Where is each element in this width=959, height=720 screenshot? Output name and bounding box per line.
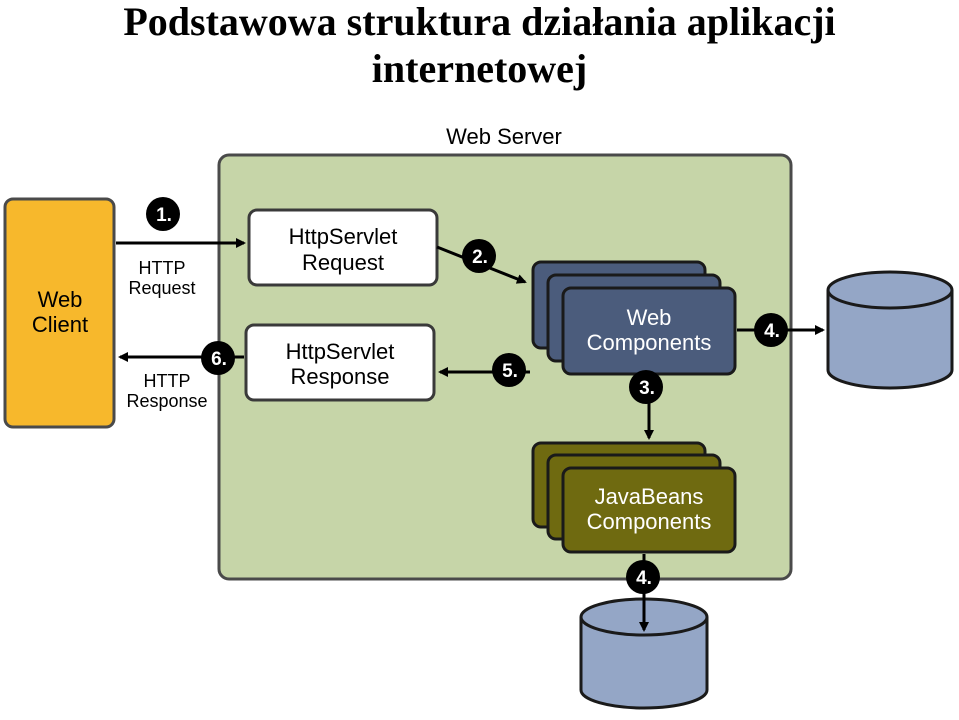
web-client-label-line1: Web (38, 287, 83, 312)
step-2-badge: 2. (462, 239, 496, 273)
web-components-label-line2: Components (587, 330, 712, 355)
step-2-text: 2. (472, 247, 488, 268)
step-6-text: 6. (211, 349, 227, 370)
javabeans-components-stack (531, 441, 737, 554)
javabeans-label-line2: Components (587, 509, 712, 534)
step-5-text: 5. (502, 361, 518, 382)
http-response-label-line1: HTTP (144, 371, 191, 391)
http-request-label-line1: HTTP (139, 258, 186, 278)
http-response-label-line2: Response (126, 391, 207, 411)
step-4b-text: 4. (636, 568, 652, 589)
httpservlet-response-box (244, 323, 436, 402)
httpservlet-request-label-line2: Request (302, 250, 384, 275)
slide-title-line1: Podstawowa struktura działania aplikacji (123, 0, 836, 44)
database-right (826, 270, 954, 390)
step-4a-badge: 4. (754, 313, 788, 347)
httpservlet-request-label-line1: HttpServlet (289, 224, 398, 249)
web-components-label-line1: Web (627, 305, 672, 330)
step-3-text: 3. (639, 378, 655, 399)
step-4a-text: 4. (764, 321, 780, 342)
web-client-label-line2: Client (32, 312, 88, 337)
http-request-label-line2: Request (128, 278, 195, 298)
web-components-stack (531, 260, 737, 376)
step-6-badge: 6. (201, 341, 235, 375)
step-1-text: 1. (156, 205, 172, 226)
step-3-badge: 3. (629, 370, 663, 404)
httpservlet-response-label-line1: HttpServlet (286, 339, 395, 364)
step-4b-badge: 4. (626, 560, 660, 594)
step-1-badge: 1. (146, 197, 180, 231)
httpservlet-response-label-line2: Response (290, 364, 389, 389)
step-5-badge: 5. (492, 353, 526, 387)
web-client-box (3, 197, 116, 429)
web-server-label: Web Server (446, 124, 562, 149)
javabeans-label-line1: JavaBeans (595, 484, 704, 509)
slide-title-line2: internetowej (371, 46, 588, 91)
